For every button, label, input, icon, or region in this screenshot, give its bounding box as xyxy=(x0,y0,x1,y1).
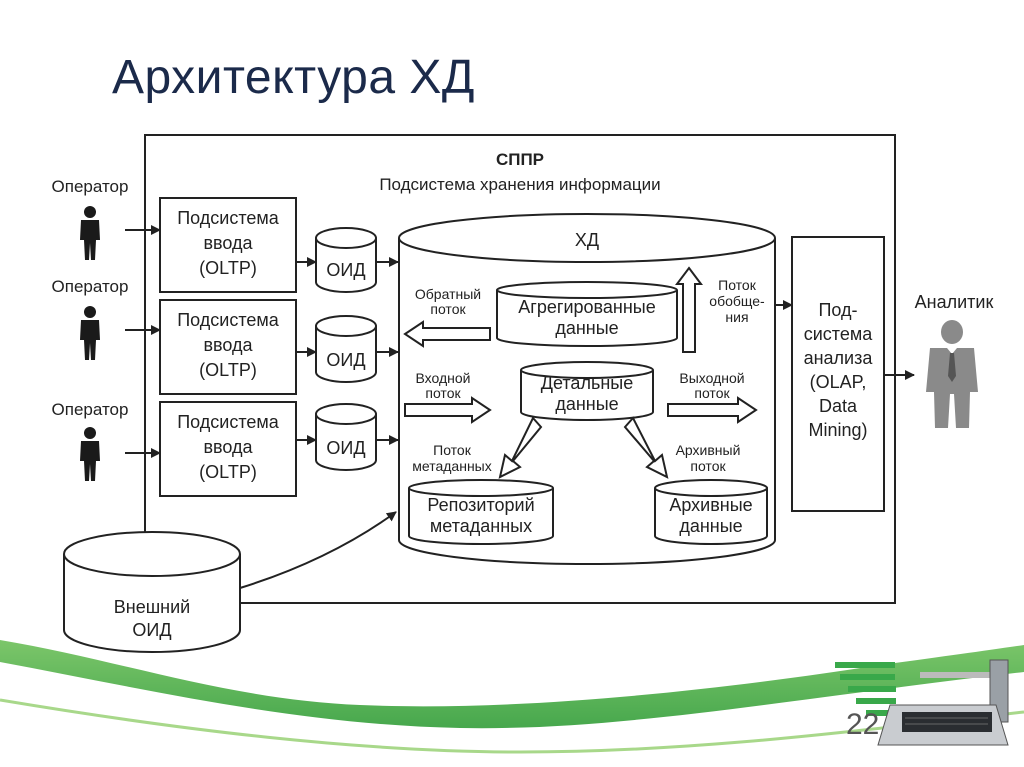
oid-cylinder-3: ОИД xyxy=(315,403,377,471)
aggregated-data-label: Агрегированные xyxy=(518,297,655,317)
archive-flow: Архивный поток xyxy=(623,416,741,479)
input-subsystem-1: Подсистема ввода (OLTP) xyxy=(159,197,297,293)
analysis-label: система xyxy=(804,324,873,344)
flow-label: Входной xyxy=(415,370,470,386)
input-subsystem-line: ввода xyxy=(203,335,253,355)
flow-label: Выходной xyxy=(679,370,744,386)
flow-label: поток xyxy=(690,458,726,474)
analysis-subsystem: Под- система анализа (OLAP, Data Mining) xyxy=(791,236,885,512)
operator-2: Оператор xyxy=(52,277,129,360)
block-arrow-right-icon xyxy=(404,396,492,424)
input-subsystem-3: Подсистема ввода (OLTP) xyxy=(159,401,297,497)
metadata-repository-cylinder: Репозиторий метаданных xyxy=(408,479,554,545)
detailed-data-cylinder: Детальные данные xyxy=(520,361,654,421)
operator-label: Оператор xyxy=(52,400,129,419)
flow-label: Архивный xyxy=(676,442,741,458)
page-number: 22 xyxy=(846,708,880,741)
generalization-flow: Поток обобще- ния xyxy=(675,266,765,353)
input-subsystem-line: ввода xyxy=(203,233,253,253)
external-oid-cylinder: Внешний ОИД xyxy=(63,531,241,653)
analyst-label: Аналитик xyxy=(915,292,994,312)
decision-support-system-frame xyxy=(144,134,896,604)
person-icon xyxy=(80,427,100,481)
block-arrow-right-icon xyxy=(667,396,758,424)
reverse-flow: Обратный поток xyxy=(403,286,491,348)
block-arrow-down-right-icon xyxy=(623,416,669,479)
external-oid-to-warehouse-arrow xyxy=(239,511,397,589)
flow-label: обобще- xyxy=(709,293,765,309)
analysis-label: Mining) xyxy=(808,420,867,440)
aggregated-data-cylinder: Агрегированные данные xyxy=(496,281,678,347)
flow-label: Поток xyxy=(718,277,757,293)
person-icon xyxy=(80,206,100,260)
input-subsystem-line: Подсистема xyxy=(177,310,280,330)
input-flow: Входной поток xyxy=(404,370,492,424)
warehouse-title: ХД xyxy=(575,230,599,250)
detailed-data-label: данные xyxy=(555,394,618,414)
external-oid-label: Внешний xyxy=(114,597,190,617)
archive-data-label: Архивные xyxy=(669,495,752,515)
subsystem-title: Подсистема хранения информации xyxy=(379,175,660,194)
oid-cylinder-2: ОИД xyxy=(315,315,377,383)
block-arrow-left-icon xyxy=(403,320,491,348)
block-arrow-down-left-icon xyxy=(498,416,543,479)
operator-label: Оператор xyxy=(52,277,129,296)
slide-title: Архитектура ХД xyxy=(112,51,475,104)
person-icon xyxy=(80,306,100,360)
metadata-flow: Поток метаданных xyxy=(412,416,543,479)
analysis-label: (OLAP, xyxy=(810,372,867,392)
input-subsystem-line: (OLTP) xyxy=(199,462,257,482)
analysis-label: Под- xyxy=(818,300,857,320)
analyst: Аналитик xyxy=(915,292,994,428)
input-subsystem-line: (OLTP) xyxy=(199,360,257,380)
flow-label: поток xyxy=(694,385,730,401)
block-arrow-up-icon xyxy=(675,266,703,353)
output-flow: Выходной поток xyxy=(667,370,758,424)
repository-label: метаданных xyxy=(430,516,532,536)
system-title: СППР xyxy=(496,150,544,169)
operator-3: Оператор xyxy=(52,400,129,481)
flow-label: метаданных xyxy=(412,458,491,474)
person-with-tie-icon xyxy=(926,320,978,428)
bottom-wave-decoration xyxy=(0,640,1024,767)
oid-cylinder-1: ОИД xyxy=(315,227,377,293)
external-oid-label: ОИД xyxy=(132,620,171,640)
operator-1: Оператор xyxy=(52,177,129,260)
archive-data-label: данные xyxy=(679,516,742,536)
operator-label: Оператор xyxy=(52,177,129,196)
aggregated-data-label: данные xyxy=(555,318,618,338)
flow-label: Поток xyxy=(433,442,472,458)
oid-label: ОИД xyxy=(326,438,365,458)
flow-label: ния xyxy=(725,309,748,325)
archive-data-cylinder: Архивные данные xyxy=(654,479,768,545)
flow-label: Обратный xyxy=(415,286,481,302)
input-subsystem-line: Подсистема xyxy=(177,208,280,228)
detailed-data-label: Детальные xyxy=(541,373,633,393)
input-subsystem-line: ввода xyxy=(203,437,253,457)
dotted-pattern-decoration xyxy=(835,662,896,716)
input-subsystem-2: Подсистема ввода (OLTP) xyxy=(159,299,297,395)
analysis-label: Data xyxy=(819,396,858,416)
input-subsystem-line: Подсистема xyxy=(177,412,280,432)
analysis-label: анализа xyxy=(804,348,874,368)
oid-label: ОИД xyxy=(326,350,365,370)
input-subsystem-line: (OLTP) xyxy=(199,258,257,278)
repository-label: Репозиторий xyxy=(427,495,534,515)
laptop-icon xyxy=(877,659,1009,746)
flow-label: поток xyxy=(425,385,461,401)
oid-label: ОИД xyxy=(326,260,365,280)
flow-label: поток xyxy=(430,301,466,317)
